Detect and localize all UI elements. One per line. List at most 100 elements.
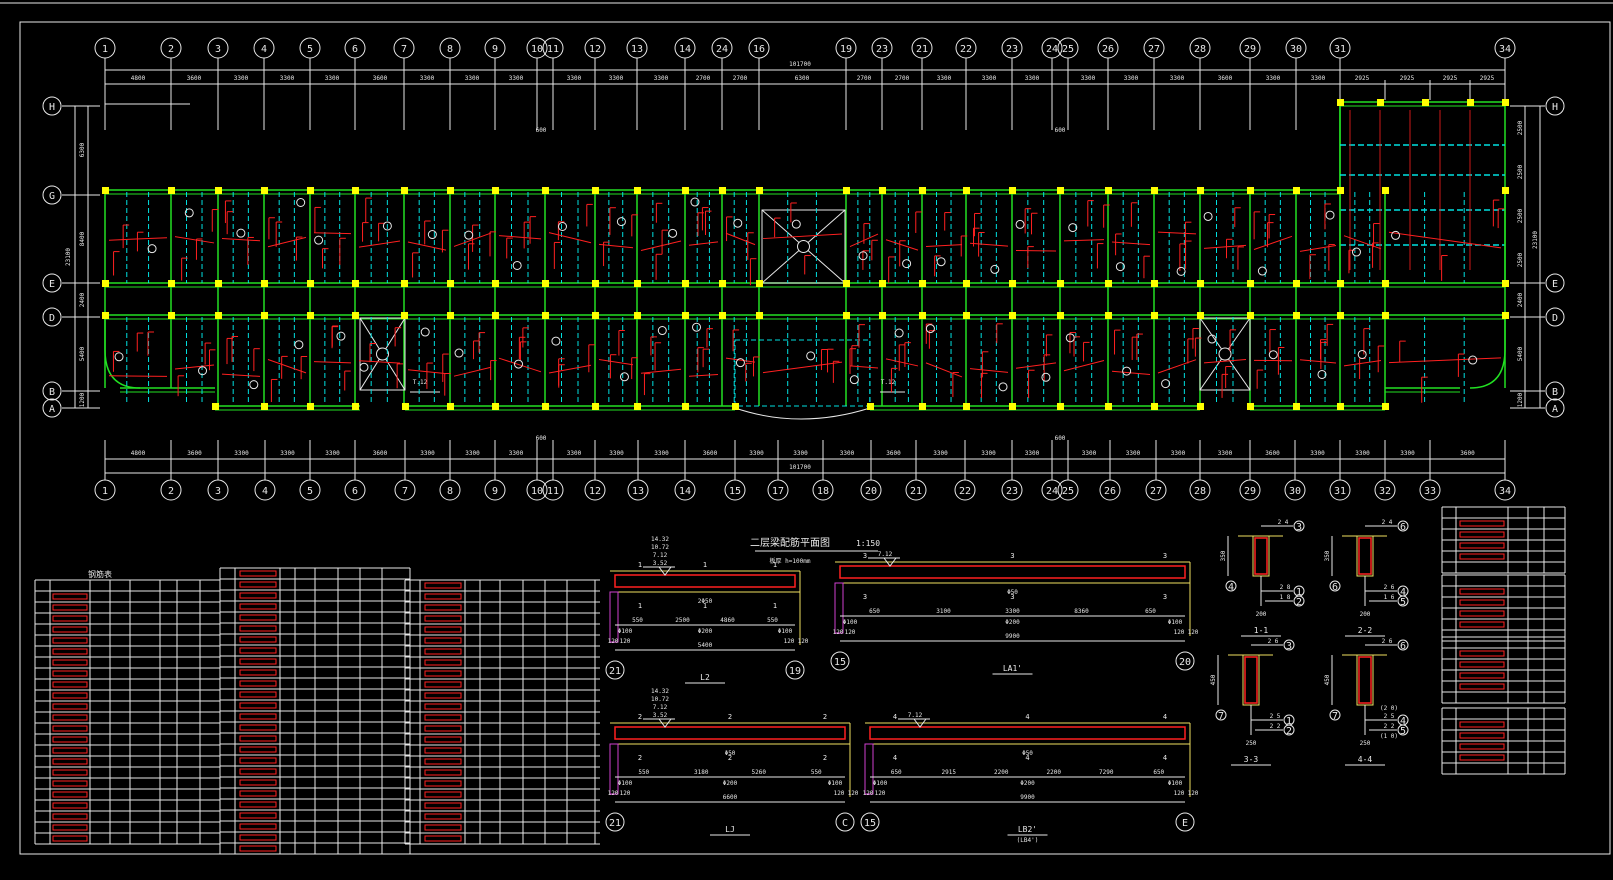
rebar-mark: [453, 232, 492, 247]
section-mark-label: 5: [1400, 726, 1406, 737]
column: [732, 403, 739, 410]
column: [1009, 403, 1016, 410]
rebar-mark: [1203, 244, 1247, 249]
bar-shape: [1459, 721, 1505, 728]
stirrup-spec: Φ100: [843, 619, 858, 626]
rebar-number-bubble: [1041, 372, 1051, 382]
section-mark-bubble: [1293, 595, 1305, 607]
dimension-top: 3600: [373, 75, 388, 82]
rebar-number-bubble: [236, 228, 246, 238]
bar-shape: [52, 692, 88, 699]
section-mark-label: 4: [1228, 582, 1234, 593]
dimension-top: 3300: [1311, 75, 1326, 82]
row-right-4-label: A: [1552, 404, 1558, 415]
bar-shape: [1459, 683, 1505, 690]
bar-shape: [424, 835, 462, 842]
wall-dim: 120: [1188, 629, 1199, 636]
bar-shape: [52, 725, 88, 732]
bar-shape: [424, 714, 462, 721]
level-value: 3.52: [653, 712, 668, 719]
section-cut-mark: 3: [863, 593, 867, 601]
stirrup-spec: Φ100: [778, 628, 793, 635]
dimension-top: 3600: [187, 75, 202, 82]
column: [1422, 99, 1429, 106]
section-cut-mark: 2: [728, 713, 732, 721]
bottom-bar-spec: 2 5: [1270, 713, 1281, 720]
rebar-mark: [925, 362, 963, 378]
dimension-bottom: 3300: [981, 450, 996, 457]
wall-dim: 120: [848, 790, 859, 797]
dimension-right: 2500: [1517, 252, 1524, 267]
axis-bottom-12-label: 13: [632, 486, 644, 497]
stair-opening: [1199, 317, 1251, 391]
column: [1009, 187, 1016, 194]
section-cut-mark: 4: [893, 713, 897, 721]
bar-alt-spec: (1 0): [1380, 733, 1398, 740]
column: [352, 280, 359, 287]
column: [1057, 312, 1064, 319]
wall-support: [609, 591, 619, 643]
rebar-mark: [407, 369, 447, 375]
column: [215, 187, 222, 194]
column: [756, 187, 763, 194]
bar-shape: [1459, 588, 1505, 595]
axis-bottom-21-label: 24: [1046, 486, 1058, 497]
column: [1057, 280, 1064, 287]
bar-shape: [239, 658, 277, 665]
rebar-mark: [108, 237, 168, 241]
column: [1502, 280, 1509, 287]
dimension-top: 4800: [131, 75, 146, 82]
beam-dimension: 3300: [1005, 608, 1020, 615]
column: [1247, 312, 1254, 319]
rebar-mark: [1388, 231, 1502, 249]
section-mark-label: 4: [1400, 587, 1406, 598]
level-triangle: [883, 557, 897, 567]
column: [542, 403, 549, 410]
section-height: 350: [1324, 550, 1331, 561]
bar-shape: [239, 845, 277, 852]
beam-dimension: 650: [1145, 608, 1156, 615]
dimension-right: 5400: [1517, 346, 1524, 361]
beam-dimension: 3180: [694, 769, 709, 776]
bar-shape: [424, 593, 462, 600]
row-axes: HGEDBAHEDBA63008400240054001200231002500…: [42, 96, 1565, 418]
rebar-number-bubble: [557, 221, 567, 231]
rebar-number-bubble: [382, 221, 392, 231]
bar-shape: [424, 769, 462, 776]
rebar-mark: [1015, 249, 1057, 252]
column: [1197, 187, 1204, 194]
column: [352, 187, 359, 194]
dimension-bottom: 3300: [234, 450, 249, 457]
dimension-bottom: 3300: [280, 450, 295, 457]
dimension-bottom: 4800: [131, 450, 146, 457]
bottom-bar-spec: 2 6: [1384, 584, 1395, 591]
dimension-bottom: 3300: [840, 450, 855, 457]
corner-curve-left: [104, 315, 141, 389]
top-bar-spec: 2 4: [1382, 519, 1393, 526]
dimension-top: 3300: [609, 75, 624, 82]
dimension-top: 2700: [733, 75, 748, 82]
rebar-mark: [762, 233, 843, 240]
bar-shape: [239, 801, 277, 808]
dimension-bottom: 3300: [1310, 450, 1325, 457]
beam-dimension: 2200: [994, 769, 1009, 776]
entrance-arc: [734, 407, 871, 420]
dimension-bottom: 3300: [654, 450, 669, 457]
column: [1337, 280, 1344, 287]
axis-top-4-label: 5: [307, 44, 313, 55]
column: [401, 312, 408, 319]
section-cut-mark: 2: [638, 754, 642, 762]
section-mark-label: 3: [1296, 522, 1302, 533]
column: [1105, 187, 1112, 194]
section-height: 350: [1220, 550, 1227, 561]
column: [102, 280, 109, 287]
axis-top-20-label: 23: [1006, 44, 1018, 55]
rebar-mark: [313, 232, 352, 235]
column: [1057, 403, 1064, 410]
bar-shape: [424, 758, 462, 765]
rebar-number-bubble: [1115, 262, 1125, 272]
rebar-number-bubble: [551, 336, 561, 346]
